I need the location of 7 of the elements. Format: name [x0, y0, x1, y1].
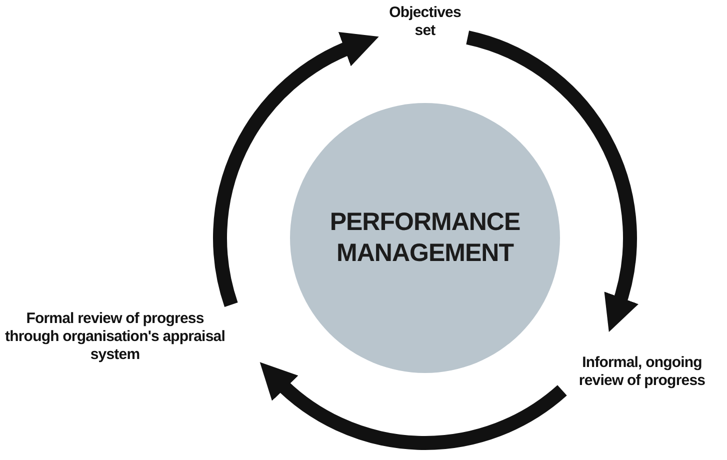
stage-label: Informal, ongoing review of progress	[562, 354, 722, 390]
curved-arrow	[213, 33, 378, 307]
stage-label: Formal review of progress through organisation's appraisal system	[4, 310, 226, 364]
curved-arrow	[258, 363, 567, 450]
stage-label: Objectives set	[385, 4, 465, 40]
curved-arrow	[466, 30, 638, 333]
circle-title: PERFORMANCE MANAGEMENT	[328, 206, 522, 269]
